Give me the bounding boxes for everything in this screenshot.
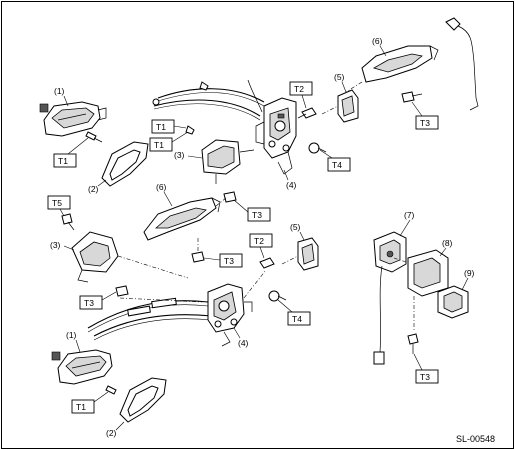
svg-text:T1: T1	[76, 402, 86, 412]
screw-inner-handle-bottom	[105, 385, 117, 395]
actuator-top	[201, 139, 255, 184]
rod-top-right	[445, 17, 479, 111]
bracket	[393, 249, 449, 332]
bolt-t3-top	[401, 91, 423, 103]
svg-text:T4: T4	[292, 314, 302, 324]
inner-handle-bottom	[51, 349, 113, 385]
callout-p1-top: (1)	[54, 86, 65, 96]
tag-t3-c: T3	[247, 207, 271, 222]
callout-p4-bottom: (4)	[238, 338, 249, 348]
callout-p3-bottom: (3)	[50, 240, 61, 250]
striker-bottom	[281, 237, 319, 271]
callout-p6-bottom: (6)	[156, 182, 167, 192]
tag-t3-a: T3	[415, 115, 439, 130]
tag-t1-a: T1	[53, 153, 77, 168]
callout-p8: (8)	[442, 238, 453, 248]
door-lock-top	[255, 97, 297, 175]
cables-top	[152, 79, 265, 121]
svg-text:T3: T3	[84, 298, 94, 308]
cap	[437, 285, 469, 319]
tag-t1-b: T1	[149, 137, 173, 152]
svg-text:T1: T1	[156, 122, 166, 132]
tag-t3-d: T3	[219, 253, 243, 268]
actuator-bottom	[71, 231, 189, 283]
svg-text:T3: T3	[252, 210, 262, 220]
outer-handle-top	[345, 45, 439, 93]
svg-text:T3: T3	[224, 256, 234, 266]
svg-text:T1: T1	[154, 140, 164, 150]
tag-t5: T5	[47, 195, 71, 210]
svg-text:T2: T2	[254, 236, 264, 246]
callout-p6-top: (6)	[372, 36, 383, 46]
diagram-code: SL-00548	[456, 434, 495, 444]
svg-text:T2: T2	[294, 84, 304, 94]
screw-t4-top	[308, 142, 327, 154]
bolt-t3-bottom-left	[115, 285, 129, 297]
bolt-t3-middle-upper	[215, 191, 237, 207]
callout-p1-bottom: (1)	[66, 330, 77, 340]
outer-handle-bottom	[143, 197, 221, 241]
bolt-t2-top	[297, 107, 317, 119]
inner-handle-top	[39, 101, 107, 137]
callout-p7: (7)	[404, 210, 415, 220]
tag-t1-c: T1	[151, 119, 175, 134]
tag-t1-bottom: T1	[71, 399, 95, 414]
key-cylinder	[373, 231, 407, 365]
bolt-t2-bottom	[259, 257, 275, 269]
callout-p3-top: (3)	[174, 150, 185, 160]
svg-text:T4: T4	[332, 160, 342, 170]
svg-text:T5: T5	[52, 198, 62, 208]
tag-t2-b: T2	[249, 233, 273, 248]
tag-t4-b: T4	[287, 311, 311, 326]
callout-p9: (9)	[464, 268, 475, 278]
bolt-t3-right	[407, 333, 419, 354]
cables-bottom	[87, 297, 213, 341]
tag-t3-b: T3	[79, 295, 103, 310]
door-lock-bottom	[207, 269, 267, 347]
bolt-t5	[61, 213, 75, 231]
striker-top	[321, 89, 359, 123]
bezel-top	[101, 141, 149, 187]
screw-t4-bottom	[268, 290, 287, 302]
callout-p4-top: (4)	[286, 180, 297, 190]
svg-text:T3: T3	[420, 372, 430, 382]
svg-text:T3: T3	[420, 118, 430, 128]
tag-t2-a: T2	[289, 81, 313, 96]
callout-p2-top: (2)	[88, 184, 99, 194]
screw-inner-handle-top	[85, 131, 103, 143]
svg-text:T1: T1	[58, 156, 68, 166]
callout-p2-bottom: (2)	[106, 428, 117, 438]
bolt-t3-middle-lower	[191, 238, 205, 263]
callout-p5-top: (5)	[334, 72, 345, 82]
bezel-bottom	[119, 377, 167, 423]
callout-p5-bottom: (5)	[290, 222, 301, 232]
tag-t4-a: T4	[327, 157, 351, 172]
tag-t3-e: T3	[415, 369, 439, 384]
